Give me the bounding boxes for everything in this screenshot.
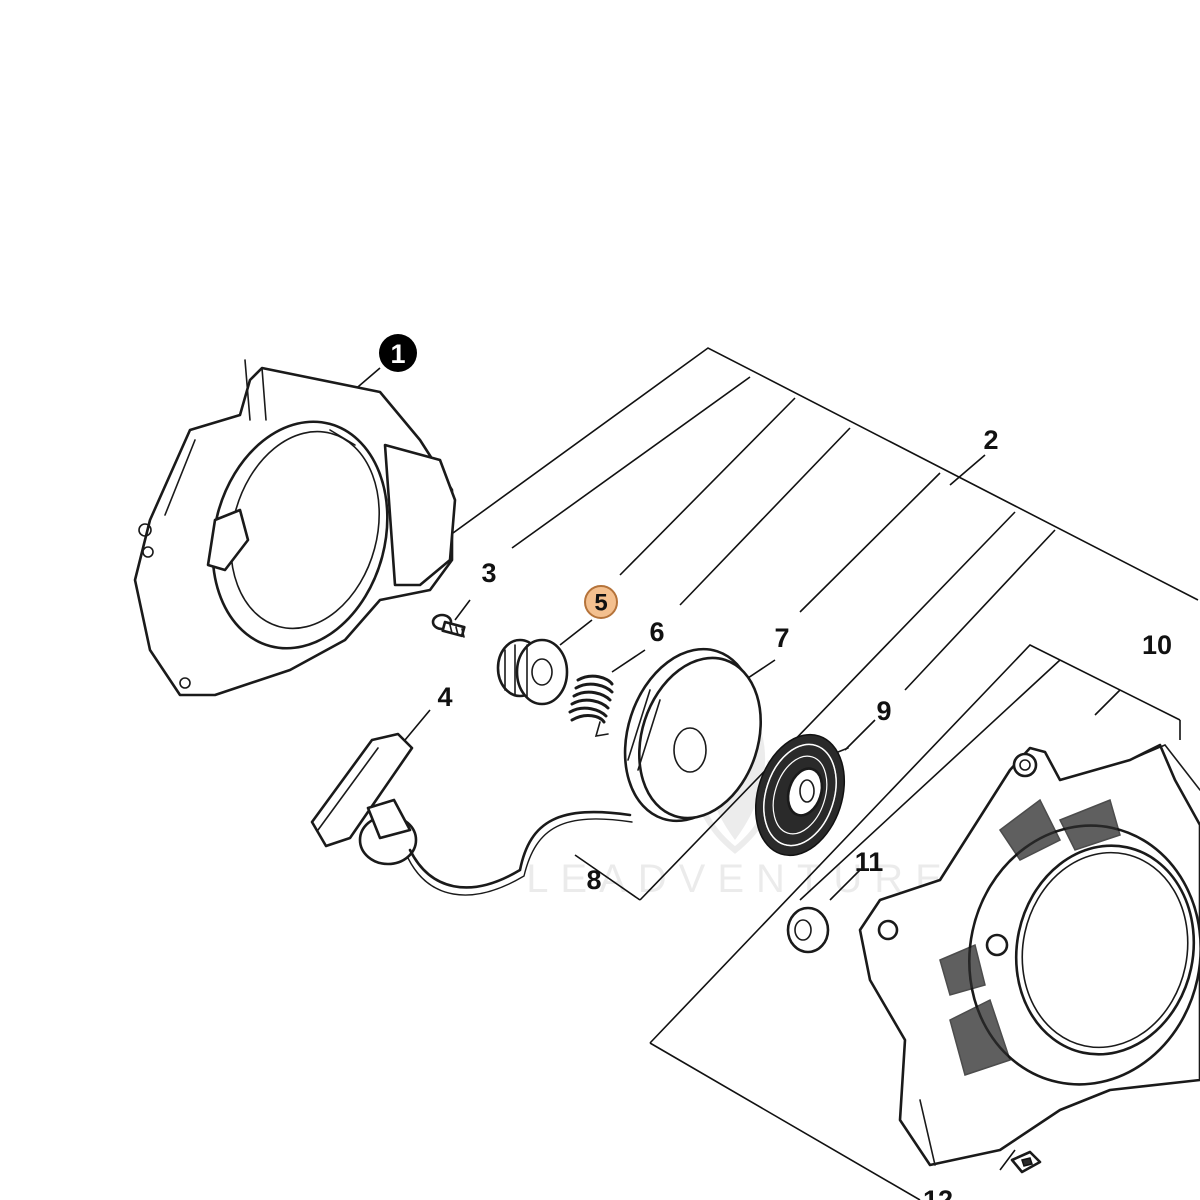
callout-5-circle [584,585,618,619]
part-starter-handle [310,732,418,866]
fan-line-9 [904,529,1056,691]
callout-11[interactable]: 11 [855,847,884,877]
bracket-10-top [649,644,1181,1044]
callout-6[interactable]: 6 [649,617,664,647]
leader-3 [454,599,471,621]
bracket-10-bottom [649,1042,921,1200]
leader-9 [844,719,876,751]
fan-line-11 [799,659,1061,901]
leader-11 [829,869,861,901]
leader-10 [1094,689,1121,716]
fan-line-5 [619,397,796,576]
callout-8[interactable]: 8 [586,865,601,895]
callout-4[interactable]: 4 [437,682,452,712]
part-bushing [496,638,569,706]
fan-line-3 [511,376,751,549]
fan-line-7 [799,472,941,613]
fan-line-8 [639,511,1016,901]
leader-6 [611,649,646,673]
part-rope-rotor [623,647,763,823]
callout-1-badge[interactable]: 1 [379,334,417,372]
part-washer [786,906,830,954]
callout-1: 1 [390,339,405,369]
callout-9[interactable]: 9 [876,696,891,726]
bracket-2-top [339,347,1199,616]
callout-3[interactable]: 3 [481,558,496,588]
leader-12 [999,1149,1016,1171]
part-starter-housing [858,743,1200,1167]
part-nut [1010,1150,1042,1174]
part-fan-housing-cover [133,359,457,697]
leader-lines [339,347,1199,1200]
part-rewind-spring [754,733,849,857]
part-starter-rope [407,810,633,896]
callout-5-highlight[interactable]: 5 [584,585,618,619]
watermark-text: LEADVENTURE [526,857,954,901]
part-spring [568,674,614,737]
callout-1-circle [379,334,417,372]
callout-5: 5 [594,590,607,617]
leader-2 [949,454,986,486]
part-screw [431,613,466,638]
callout-10[interactable]: 10 [1142,630,1172,660]
callout-2[interactable]: 2 [983,425,998,455]
callout-7[interactable]: 7 [774,623,789,653]
fan-line-6 [679,427,851,606]
leader-8 [574,854,641,901]
leader-4 [404,709,431,741]
leader-5 [559,619,593,646]
callout-12[interactable]: 12 [923,1185,953,1200]
